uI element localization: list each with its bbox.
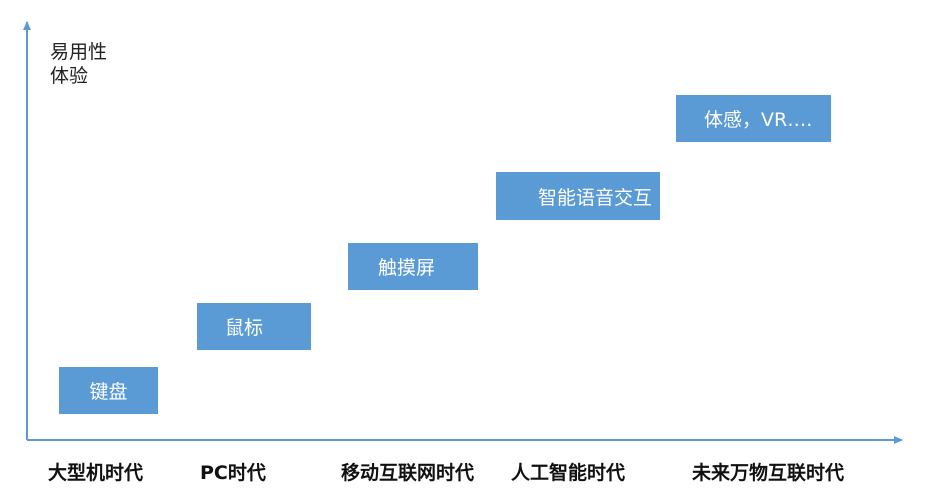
y-axis-label-line1: 易用性 xyxy=(50,41,108,63)
era-label-ai: 人工智能时代 xyxy=(511,462,626,484)
era-label-pc: PC时代 xyxy=(200,462,266,484)
stage-box-mouse: 鼠标 xyxy=(197,303,311,350)
stage-box-motion-vr: 体感，VR…. xyxy=(676,95,831,142)
stage-box-touchscreen: 触摸屏 xyxy=(348,243,478,290)
stage-box-voice-interaction: 智能语音交互 xyxy=(496,172,660,220)
y-axis-label-line2: 体验 xyxy=(50,65,89,87)
era-label-iot: 未来万物互联时代 xyxy=(692,462,845,484)
era-label-mainframe: 大型机时代 xyxy=(48,462,144,484)
era-label-mobile-internet: 移动互联网时代 xyxy=(341,462,475,484)
stage-box-keyboard: 键盘 xyxy=(59,367,158,414)
